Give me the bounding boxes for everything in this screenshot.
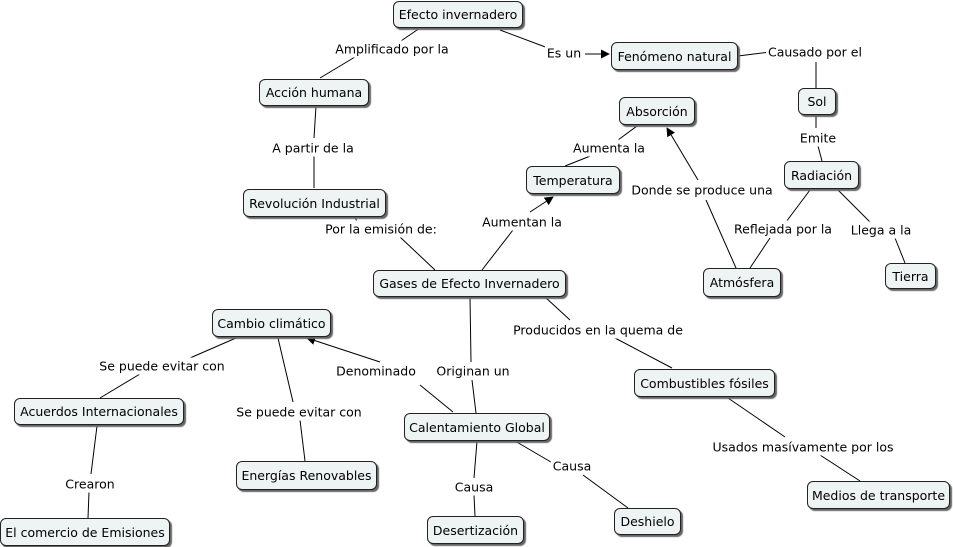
node-acuerdos-internacionales[interactable]: Acuerdos Internacionales xyxy=(14,398,184,425)
link-aumentan-la: Aumentan la xyxy=(480,213,564,231)
link-amplificado-por-la: Amplificado por la xyxy=(333,40,451,58)
link-se-puede-evitar-con-2: Se puede evitar con xyxy=(234,403,364,421)
link-se-puede-evitar-con-1: Se puede evitar con xyxy=(97,357,227,375)
link-causa-2: Causa xyxy=(550,457,594,475)
node-desertizacion[interactable]: Desertización xyxy=(427,516,524,544)
node-calentamiento-global[interactable]: Calentamiento Global xyxy=(404,413,550,441)
link-usados-masivamente-por-los: Usados masívamente por los xyxy=(710,438,896,456)
node-medios-de-transporte[interactable]: Medios de transporte xyxy=(807,481,950,509)
node-efecto-invernadero[interactable]: Efecto invernadero xyxy=(393,1,523,28)
link-denominado: Denominado xyxy=(334,362,418,380)
node-accion-humana[interactable]: Acción humana xyxy=(259,79,369,106)
node-energias-renovables[interactable]: Energías Renovables xyxy=(236,461,377,490)
node-fenomeno-natural[interactable]: Fenómeno natural xyxy=(611,42,738,70)
node-revolucion-industrial[interactable]: Revolución Industrial xyxy=(243,189,386,217)
link-crearon: Crearon xyxy=(63,475,117,493)
node-temperatura[interactable]: Temperatura xyxy=(526,166,620,194)
node-deshielo[interactable]: Deshielo xyxy=(614,508,681,535)
link-reflejada-por-la: Reflejada por la xyxy=(732,220,834,238)
node-combustibles-fosiles[interactable]: Combustibles fósiles xyxy=(634,369,775,397)
node-radiacion[interactable]: Radiación xyxy=(784,161,859,189)
node-cambio-climatico[interactable]: Cambio climático xyxy=(212,309,331,337)
link-originan-un: Originan un xyxy=(434,362,512,380)
node-tierra[interactable]: Tierra xyxy=(885,263,936,289)
link-donde-se-produce-una: Donde se produce una xyxy=(629,181,775,199)
link-producidos-en-la-quema-de: Producidos en la quema de xyxy=(511,321,685,339)
link-causa-1: Causa xyxy=(452,478,496,496)
link-emite: Emite xyxy=(797,129,839,147)
node-comercio-de-emisiones[interactable]: El comercio de Emisiones xyxy=(0,518,170,546)
link-llega-a-la: Llega a la xyxy=(848,221,914,239)
node-absorcion[interactable]: Absorción xyxy=(619,97,695,125)
node-gases-efecto-invernadero[interactable]: Gases de Efecto Invernadero xyxy=(373,270,566,297)
link-es-un: Es un xyxy=(544,44,584,62)
link-aumenta-la: Aumenta la xyxy=(571,139,647,157)
link-a-partir-de-la: A partir de la xyxy=(270,139,356,157)
link-por-la-emision-de: Por la emisión de: xyxy=(323,220,439,238)
node-atmosfera[interactable]: Atmósfera xyxy=(703,268,781,297)
link-causado-por-el: Causado por el xyxy=(766,43,864,61)
node-sol[interactable]: Sol xyxy=(798,88,836,115)
